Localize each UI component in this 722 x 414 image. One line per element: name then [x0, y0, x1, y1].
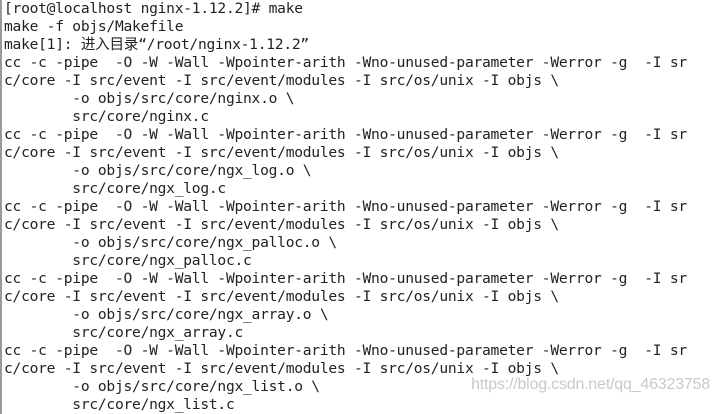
terminal-line: -o objs/src/core/nginx.o \: [4, 90, 295, 107]
terminal-line: src/core/ngx_palloc.c: [4, 252, 252, 269]
terminal-line: cc -c -pipe -O -W -Wall -Wpointer-arith …: [4, 54, 687, 71]
terminal-line: cc -c -pipe -O -W -Wall -Wpointer-arith …: [4, 342, 687, 359]
terminal-line: cc -c -pipe -O -W -Wall -Wpointer-arith …: [4, 126, 687, 143]
terminal-line: [root@localhost nginx-1.12.2]# make: [4, 0, 303, 17]
terminal-line: -o objs/src/core/ngx_palloc.o \: [4, 234, 337, 251]
terminal-line: src/core/ngx_list.c: [4, 396, 235, 413]
terminal-line: c/core -I src/event -I src/event/modules…: [4, 216, 559, 233]
terminal-line: make[1]: 进入目录“/root/nginx-1.12.2”: [4, 36, 309, 53]
terminal-line: src/core/ngx_log.c: [4, 180, 226, 197]
terminal-line: c/core -I src/event -I src/event/modules…: [4, 288, 559, 305]
terminal-line: c/core -I src/event -I src/event/modules…: [4, 72, 559, 89]
terminal-line: src/core/nginx.c: [4, 108, 209, 125]
terminal-line: cc -c -pipe -O -W -Wall -Wpointer-arith …: [4, 270, 687, 287]
terminal-line: cc -c -pipe -O -W -Wall -Wpointer-arith …: [4, 198, 687, 215]
terminal-line: src/core/ngx_array.c: [4, 324, 244, 341]
terminal-line: c/core -I src/event -I src/event/modules…: [4, 360, 559, 377]
terminal-line: c/core -I src/event -I src/event/modules…: [4, 144, 559, 161]
terminal-line: -o objs/src/core/ngx_array.o \: [4, 306, 329, 323]
watermark: https://blog.csdn.net/qq_46323758: [471, 376, 710, 393]
terminal-line: -o objs/src/core/ngx_log.o \: [4, 162, 312, 179]
terminal-line: -o objs/src/core/ngx_list.o \: [4, 378, 320, 395]
terminal-line: make -f objs/Makefile: [4, 18, 184, 35]
